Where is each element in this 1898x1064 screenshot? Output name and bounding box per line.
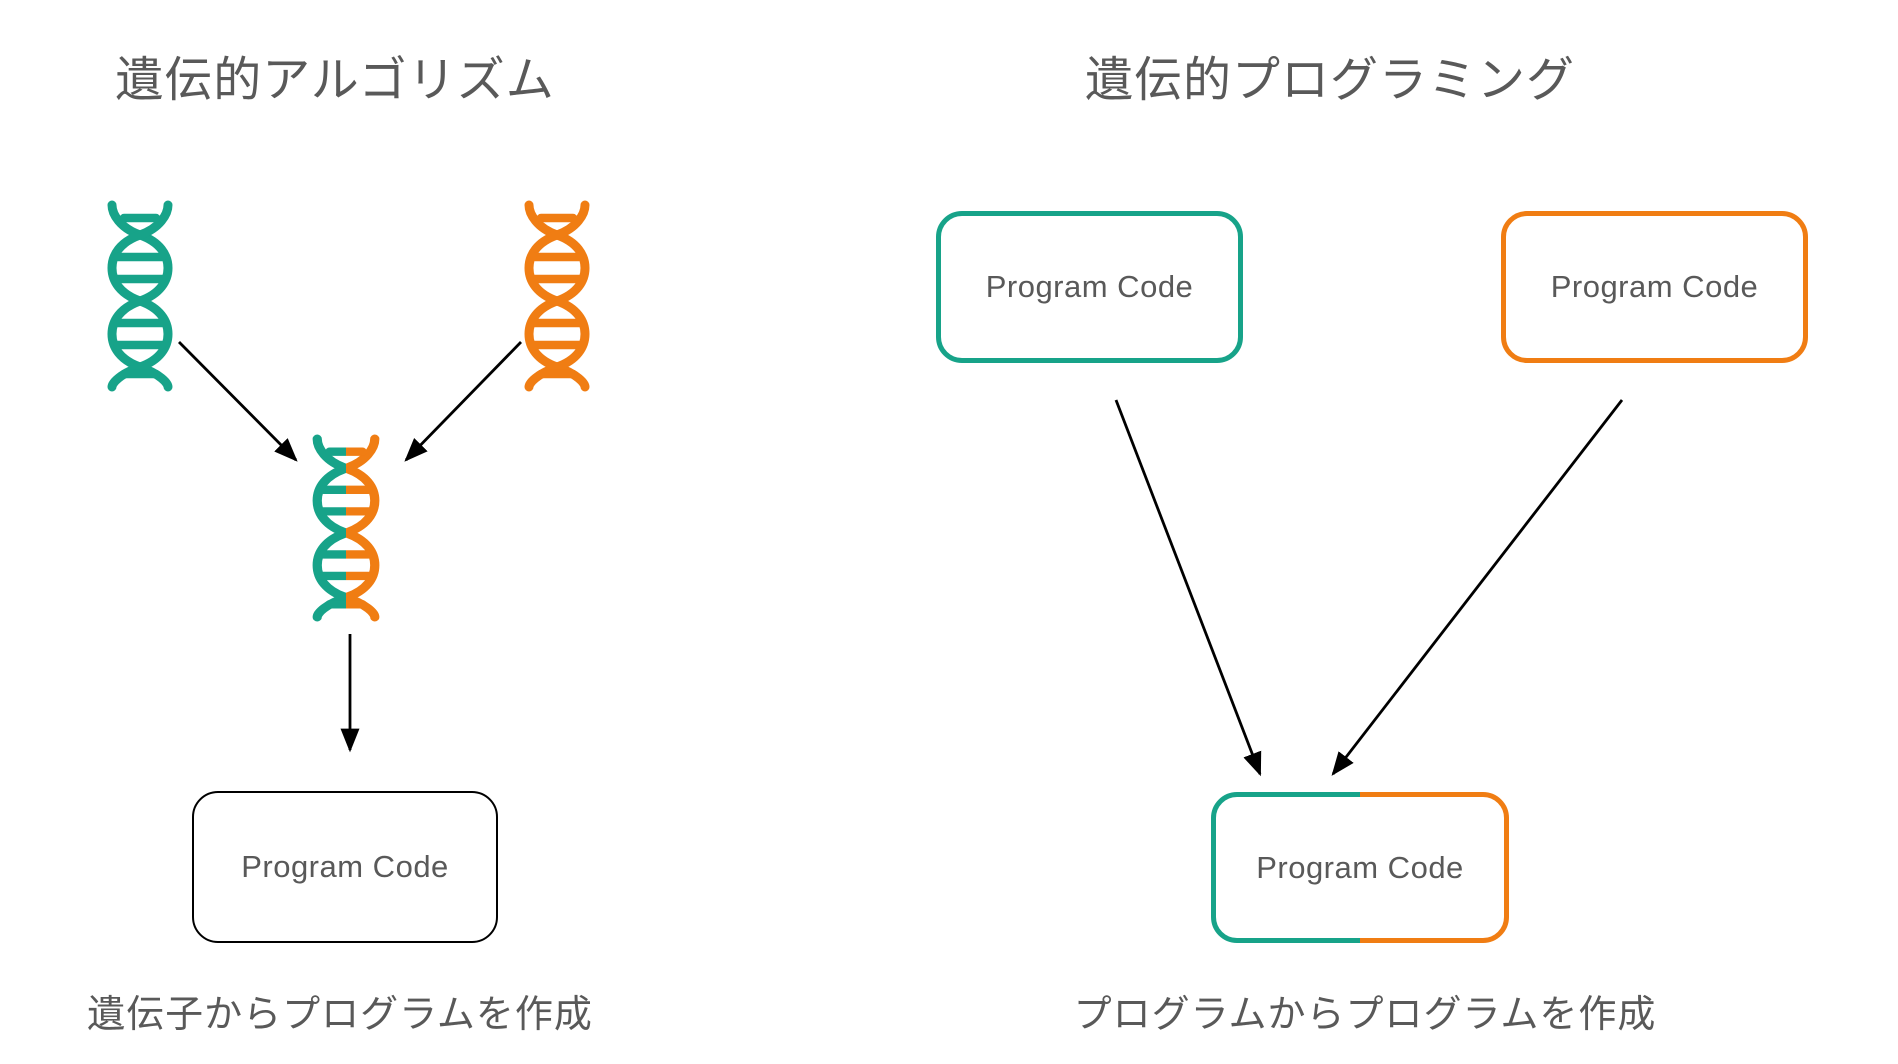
program-code-box-child: Program Code — [1211, 792, 1509, 943]
program-code-label: Program Code — [1550, 269, 1759, 304]
program-code-label: Program Code — [985, 269, 1194, 304]
dna-icon-teal — [104, 202, 176, 390]
child-box-orange-border-half — [1360, 792, 1509, 943]
arrow-orange-program-to-child — [1331, 399, 1624, 776]
right-panel-caption: プログラムからプログラムを作成 — [1073, 994, 1657, 1036]
dna-icon-orange — [521, 202, 593, 390]
program-code-box-parent-orange: Program Code — [1501, 211, 1808, 363]
program-code-box-output: Program Code — [192, 791, 498, 943]
program-code-label: Program Code — [241, 849, 449, 884]
program-code-box-parent-teal: Program Code — [936, 211, 1243, 363]
right-panel-title: 遺伝的プログラミング — [1084, 54, 1575, 107]
left-panel-caption: 遺伝子からプログラムを作成 — [87, 994, 593, 1036]
child-box-teal-border-half — [1211, 792, 1360, 943]
arrow-teal-program-to-child — [1114, 399, 1262, 777]
arrow-teal-dna-to-hybrid — [178, 341, 298, 462]
dna-icon-hybrid — [309, 436, 383, 620]
program-code-label: Program Code — [1256, 849, 1464, 885]
arrow-orange-dna-to-hybrid — [404, 341, 523, 462]
left-panel-title: 遺伝的アルゴリズム — [115, 54, 555, 107]
